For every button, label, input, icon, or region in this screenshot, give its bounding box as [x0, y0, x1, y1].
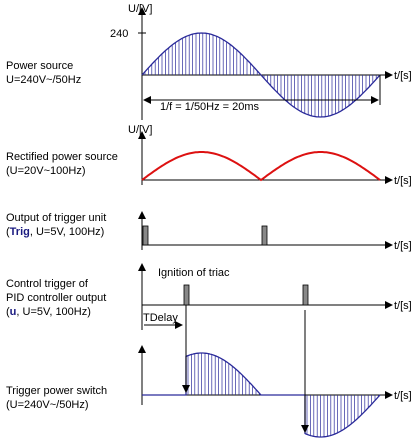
power-sine-wave — [141, 32, 381, 118]
switch-panel: t/[s] — [138, 310, 412, 438]
pid-trigger-label-2: PID controller output — [6, 292, 107, 304]
power-source-label: Power source — [6, 60, 74, 72]
rectified-source-label: Rectified power source — [6, 151, 118, 163]
rectified-x-axis-label: t/[s] — [394, 175, 412, 187]
power-y-tick-label: 240 — [110, 28, 128, 40]
pid-panel: Ignition of triac t/[s] TDelay — [138, 263, 412, 338]
trigger-switch-label: Trigger power switch — [6, 385, 108, 397]
switch-chopped-wave — [142, 352, 381, 438]
period-annotation: 1/f = 1/50Hz = 20ms — [160, 101, 260, 113]
switch-hatch — [187, 353, 379, 437]
power-source-spec: U=240V~/50Hz — [6, 74, 82, 86]
pid-pulse-2 — [302, 284, 309, 306]
power-source-panel: 240 U/[V] t/[s] 1/f = 1/50Hz = 20ms — [110, 3, 412, 120]
pid-x-axis-label: t/[s] — [394, 300, 412, 312]
pid-trigger-label: Control trigger of — [6, 278, 88, 290]
trig-signal-name: Trig — [9, 226, 30, 238]
trigger-unit-label: Output of trigger unit — [6, 212, 107, 224]
switch-x-axis-label: t/[s] — [394, 390, 412, 402]
trigger-pulse-1 — [142, 225, 149, 246]
power-sine-hatch — [144, 33, 380, 117]
trigger-switch-spec: (U=240V~/50Hz) — [6, 399, 89, 411]
ignition-annotation: Ignition of triac — [158, 267, 230, 279]
rectified-y-axis-label: U/[V] — [128, 124, 152, 136]
rectified-panel: U/[V] t/[s] — [128, 124, 412, 187]
power-x-axis-label: t/[s] — [394, 70, 412, 82]
trigger-x-axis-label: t/[s] — [394, 240, 412, 252]
pid-pulse-1 — [183, 284, 190, 306]
pid-trigger-spec: (u, U=5V, 100Hz) — [6, 306, 91, 318]
trigger-pulse-2 — [261, 225, 268, 246]
tdelay-label: TDelay — [143, 312, 178, 324]
trigger-unit-spec: (Trig, U=5V, 100Hz) — [6, 226, 105, 238]
rectified-source-spec: (U=20V~100Hz) — [6, 165, 86, 177]
u-signal-name: u — [9, 306, 17, 318]
power-y-axis-label: U/[V] — [128, 3, 152, 15]
trigger-unit-panel: t/[s] — [138, 211, 412, 252]
rectified-wave — [141, 151, 381, 182]
